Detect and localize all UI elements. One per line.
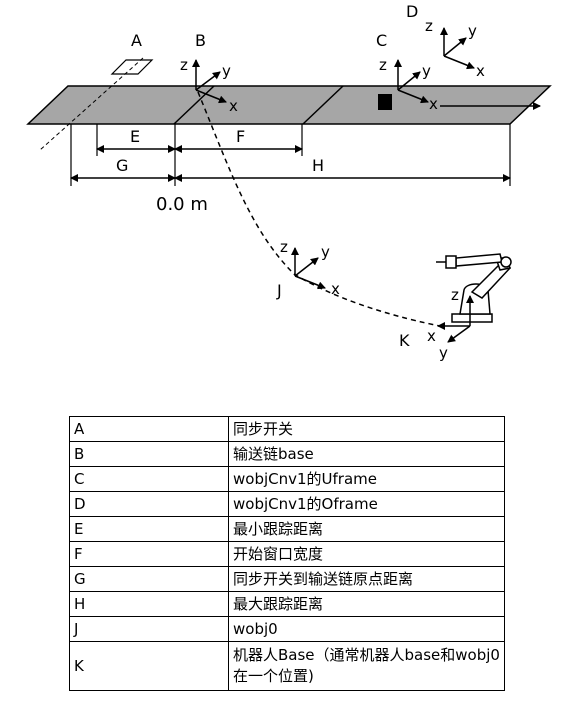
frame-C-y-label: y (422, 62, 431, 80)
label-G: G (116, 156, 128, 175)
label-E: E (130, 127, 140, 146)
frame-C-z-label: z (379, 56, 387, 74)
frame-C-axes (394, 59, 429, 104)
legend-value: wobjCnv1的Uframe (228, 466, 505, 492)
legend-key: E (69, 516, 229, 542)
frame-K-axes (437, 295, 474, 343)
frame-J-y-label: y (321, 243, 330, 261)
frame-J-x-label: x (331, 280, 340, 298)
frame-J-axes (291, 247, 326, 290)
robot-arm (436, 253, 512, 323)
legend-key: K (69, 641, 229, 691)
conveyor-item (378, 94, 392, 110)
sync-switch-sensor (39, 57, 154, 151)
frame-D-axes (440, 27, 475, 70)
legend-value: 输送链base (228, 441, 505, 467)
legend-value: 最大跟踪距离 (228, 591, 505, 617)
frame-B-axes (192, 59, 227, 104)
label-B: B (195, 31, 206, 50)
label-A: A (131, 31, 142, 50)
conveyor-belt (26, 85, 552, 125)
frame-K-y-label: y (439, 344, 448, 362)
legend-key: A (69, 416, 229, 442)
label-C: C (376, 31, 387, 50)
frame-K-z-label: z (451, 286, 459, 304)
frame-B-y-label: y (222, 62, 231, 80)
frame-K-x-label: x (427, 327, 436, 345)
legend-key: D (69, 491, 229, 517)
label-K: K (399, 331, 410, 350)
legend-row: C wobjCnv1的Uframe (69, 466, 505, 492)
frame-D-x-label: x (476, 62, 485, 80)
legend-value: wobj0 (228, 616, 505, 642)
frame-D-y-label: y (468, 22, 477, 40)
legend-key: C (69, 466, 229, 492)
legend-value: 同步开关到输送链原点距离 (228, 566, 505, 592)
conveyor-tracking-diagram: A B z y x C z y x D z y x E (26, 2, 552, 362)
legend-row: G 同步开关到输送链原点距离 (69, 566, 505, 592)
label-J: J (276, 281, 282, 300)
legend-key: H (69, 591, 229, 617)
label-D: D (406, 2, 418, 21)
legend-value: 同步开关 (228, 416, 505, 442)
legend-key: G (69, 566, 229, 592)
label-H: H (312, 156, 324, 175)
frame-relation-path (197, 91, 441, 327)
legend-value: 机器人Base（通常机器人base和wobj0在一个位置) (228, 641, 505, 691)
frame-C-x-label: x (429, 95, 438, 113)
legend-row: K 机器人Base（通常机器人base和wobj0在一个位置) (69, 641, 505, 691)
legend-value: wobjCnv1的Oframe (228, 491, 505, 517)
legend-row: F 开始窗口宽度 (69, 541, 505, 567)
legend-row: D wobjCnv1的Oframe (69, 491, 505, 517)
legend-key: F (69, 541, 229, 567)
legend-row: E 最小跟踪距离 (69, 516, 505, 542)
legend-value: 开始窗口宽度 (228, 541, 505, 567)
frame-D-z-label: z (425, 17, 433, 35)
frame-J-z-label: z (280, 238, 288, 256)
legend-value: 最小跟踪距离 (228, 516, 505, 542)
legend-row: A 同步开关 (69, 416, 505, 442)
legend-row: J wobj0 (69, 616, 505, 642)
origin-label: 0.0 m (156, 194, 208, 215)
frame-B-z-label: z (180, 56, 188, 74)
legend-key: J (69, 616, 229, 642)
legend-table: A 同步开关 B 输送链base C wobjCnv1的Uframe D wob… (69, 416, 505, 691)
label-F: F (236, 127, 245, 146)
legend-row: H 最大跟踪距离 (69, 591, 505, 617)
legend-key: B (69, 441, 229, 467)
frame-B-x-label: x (229, 97, 238, 115)
legend-row: B 输送链base (69, 441, 505, 467)
